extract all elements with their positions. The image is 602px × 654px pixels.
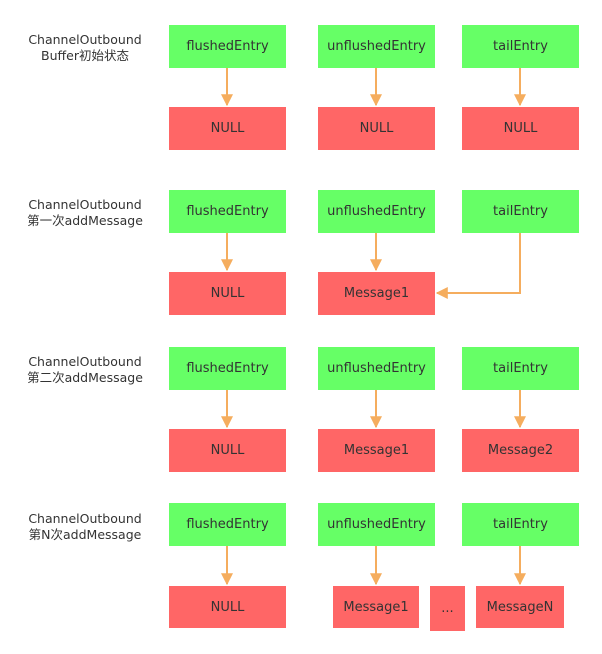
- section-2-label-line-1: ChannelOutbound: [28, 197, 142, 212]
- section-4-label: ChannelOutbound 第N次addMessage: [10, 511, 160, 543]
- s4-tail-entry-box: tailEntry: [462, 503, 579, 546]
- s2-flushed-entry-box: flushedEntry: [169, 190, 286, 233]
- s1-flushed-target-box: NULL: [169, 107, 286, 150]
- section-2-label-line-2: 第一次addMessage: [27, 213, 143, 228]
- s1-unflushed-entry-box: unflushedEntry: [318, 25, 435, 68]
- s3-message1-box: Message1: [318, 429, 435, 472]
- section-3-label-line-1: ChannelOutbound: [28, 354, 142, 369]
- s4-flushed-entry-box: flushedEntry: [169, 503, 286, 546]
- section-3-label-line-2: 第二次addMessage: [27, 370, 143, 385]
- s1-tail-target-box: NULL: [462, 107, 579, 150]
- s1-flushed-entry-box: flushedEntry: [169, 25, 286, 68]
- s3-flushed-target-box: NULL: [169, 429, 286, 472]
- s1-tail-entry-box: tailEntry: [462, 25, 579, 68]
- section-2-label: ChannelOutbound 第一次addMessage: [10, 197, 160, 229]
- section-3-label: ChannelOutbound 第二次addMessage: [10, 354, 160, 386]
- s3-message2-box: Message2: [462, 429, 579, 472]
- s4-flushed-target-box: NULL: [169, 586, 286, 628]
- s2-tail-entry-box: tailEntry: [462, 190, 579, 233]
- s4-ellipsis-box: ...: [430, 586, 465, 631]
- s4-messagen-box: MessageN: [476, 586, 564, 628]
- s2-message1-box: Message1: [318, 272, 435, 315]
- section-1-label-line-2: Buffer初始状态: [41, 48, 129, 63]
- s2-unflushed-entry-box: unflushedEntry: [318, 190, 435, 233]
- s3-tail-entry-box: tailEntry: [462, 347, 579, 390]
- s3-unflushed-entry-box: unflushedEntry: [318, 347, 435, 390]
- section-1-label: ChannelOutbound Buffer初始状态: [10, 32, 160, 64]
- section-4-label-line-2: 第N次addMessage: [28, 527, 142, 542]
- s4-unflushed-entry-box: unflushedEntry: [318, 503, 435, 546]
- s2-flushed-target-box: NULL: [169, 272, 286, 315]
- s2-tail-arrow: [435, 233, 521, 299]
- s3-flushed-entry-box: flushedEntry: [169, 347, 286, 390]
- section-1-label-line-1: ChannelOutbound: [28, 32, 142, 47]
- section-4-label-line-1: ChannelOutbound: [28, 511, 142, 526]
- s4-message1-box: Message1: [333, 586, 419, 628]
- s1-unflushed-target-box: NULL: [318, 107, 435, 150]
